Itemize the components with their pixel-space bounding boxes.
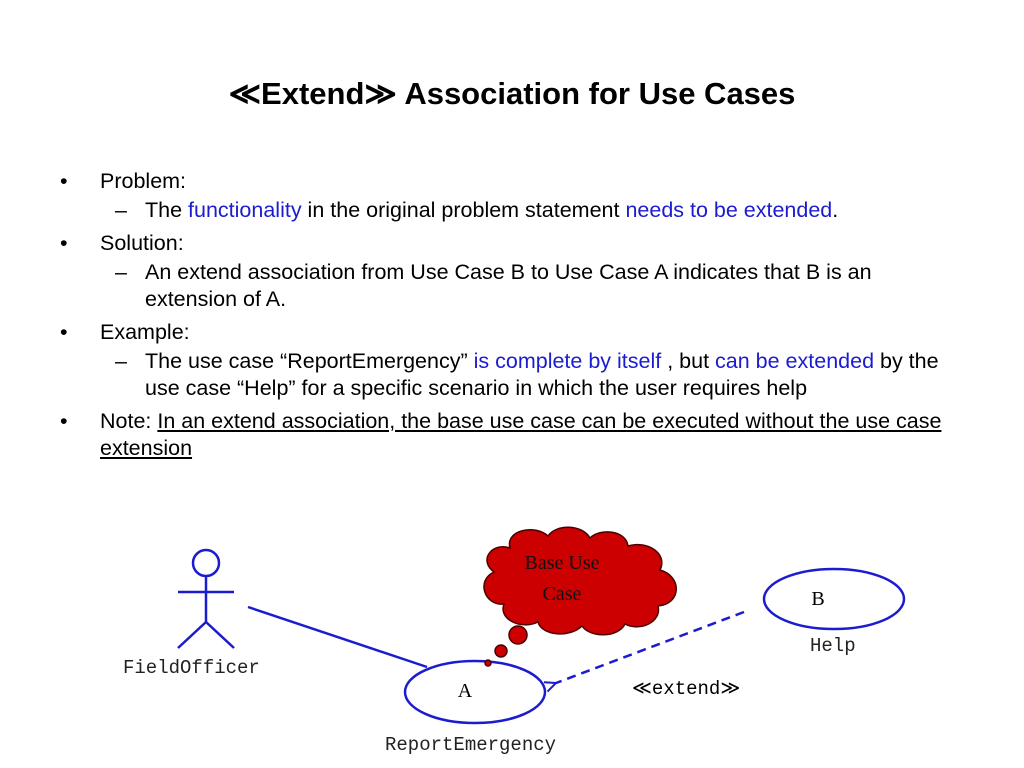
text: , but (661, 349, 716, 373)
actor-label: FieldOfficer (123, 657, 260, 679)
extend-label: extend (651, 678, 721, 700)
extend-open-guillemet: ≪ (632, 677, 652, 699)
subbullet-solution: An extend association from Use Case B to… (60, 259, 955, 313)
bullet-note: Note: In an extend association, the base… (60, 408, 960, 462)
bullet-list: Problem: The functionality in the origin… (60, 168, 960, 462)
note-text: In an extend association, the base use c… (100, 409, 942, 460)
text: The use case “ReportEmergency” (145, 349, 474, 373)
association-line (247, 605, 428, 669)
cloud-text-line1: Base Use (524, 552, 600, 574)
extend-stereotype: ≪extend≫ (632, 677, 740, 700)
bullet-example: Example: (60, 319, 960, 346)
text: An extend association from Use Case B to… (145, 260, 872, 311)
bullet-label: Example: (100, 320, 190, 344)
highlight-text: functionality (188, 198, 302, 222)
actor-stick-figure-icon (177, 548, 235, 649)
use-case-b-label: Help (810, 635, 856, 657)
text: in the original problem statement (301, 198, 626, 222)
use-case-a-letter: A (457, 680, 473, 702)
use-case-b-letter: B (811, 588, 825, 610)
extend-close-guillemet: ≫ (720, 677, 741, 699)
bullet-label: Solution: (100, 231, 184, 255)
text: by the use case “Help” for a specific sc… (145, 349, 939, 400)
highlight-text: needs to be extended (625, 198, 833, 222)
highlight-text: can be extended (715, 349, 875, 373)
bullet-label: Note: (100, 409, 158, 433)
text: . (832, 198, 839, 222)
use-case-a-ellipse[interactable] (403, 659, 547, 725)
subbullet-example: The use case “ReportEmergency” is comple… (60, 348, 955, 402)
subbullet-problem: The functionality in the original proble… (60, 197, 955, 224)
cloud-text-line2: Case (542, 583, 582, 605)
bullet-problem: Problem: (60, 168, 960, 195)
text: The (145, 198, 189, 222)
slide-title: ≪Extend≫ Association for Use Cases (228, 76, 796, 111)
highlight-text: is complete by itself (473, 349, 662, 373)
thought-cloud-icon (483, 526, 677, 667)
use-case-b-ellipse[interactable] (762, 567, 906, 631)
bullet-label: Problem: (100, 169, 187, 193)
bullet-solution: Solution: (60, 230, 960, 257)
use-case-a-label: ReportEmergency (385, 734, 557, 756)
extend-dashed-arrow (556, 610, 745, 683)
